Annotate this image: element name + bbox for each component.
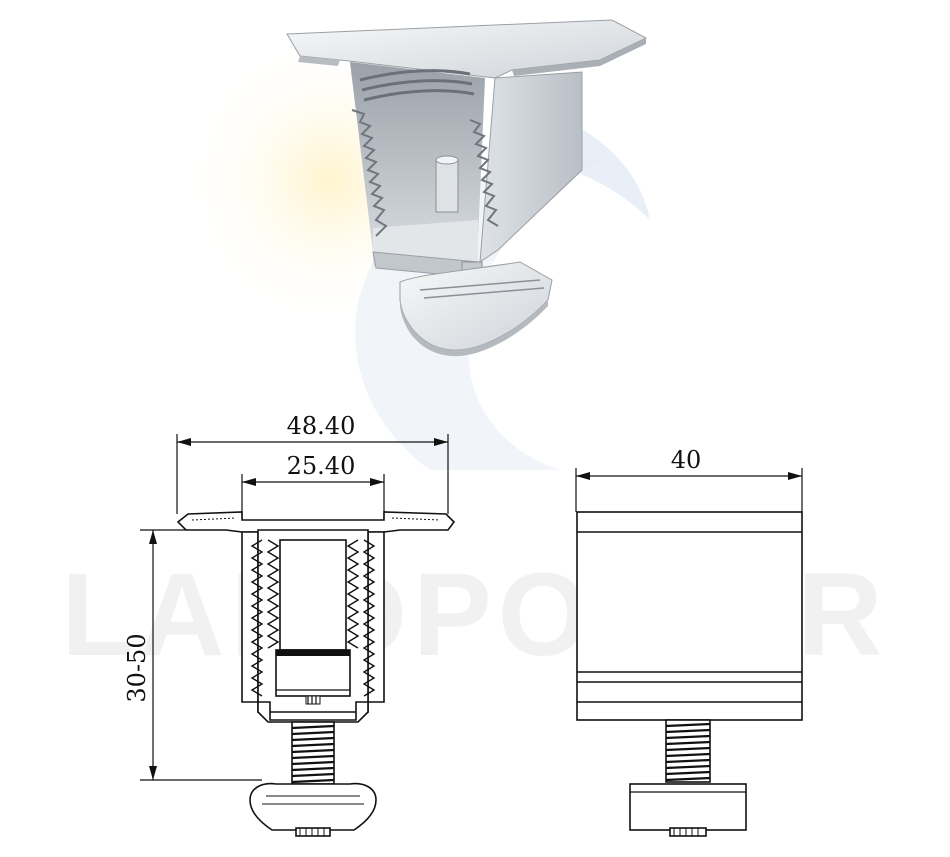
dimension-height-range: 30-50 — [123, 529, 262, 781]
dimension-label-top-width: 48.40 — [287, 412, 356, 440]
clamp-3d-render — [286, 19, 648, 357]
dimension-label-side-width: 40 — [671, 446, 702, 474]
front-view: 48.40 25.40 30-50 — [123, 412, 456, 837]
dimension-label-height-range: 30-50 — [123, 633, 151, 702]
dimension-top-width: 48.40 — [176, 412, 449, 514]
side-view: 40 — [575, 446, 803, 837]
dimension-side-width: 40 — [575, 446, 803, 512]
dimension-label-channel-width: 25.40 — [287, 452, 356, 480]
dimension-channel-width: 25.40 — [241, 452, 385, 530]
